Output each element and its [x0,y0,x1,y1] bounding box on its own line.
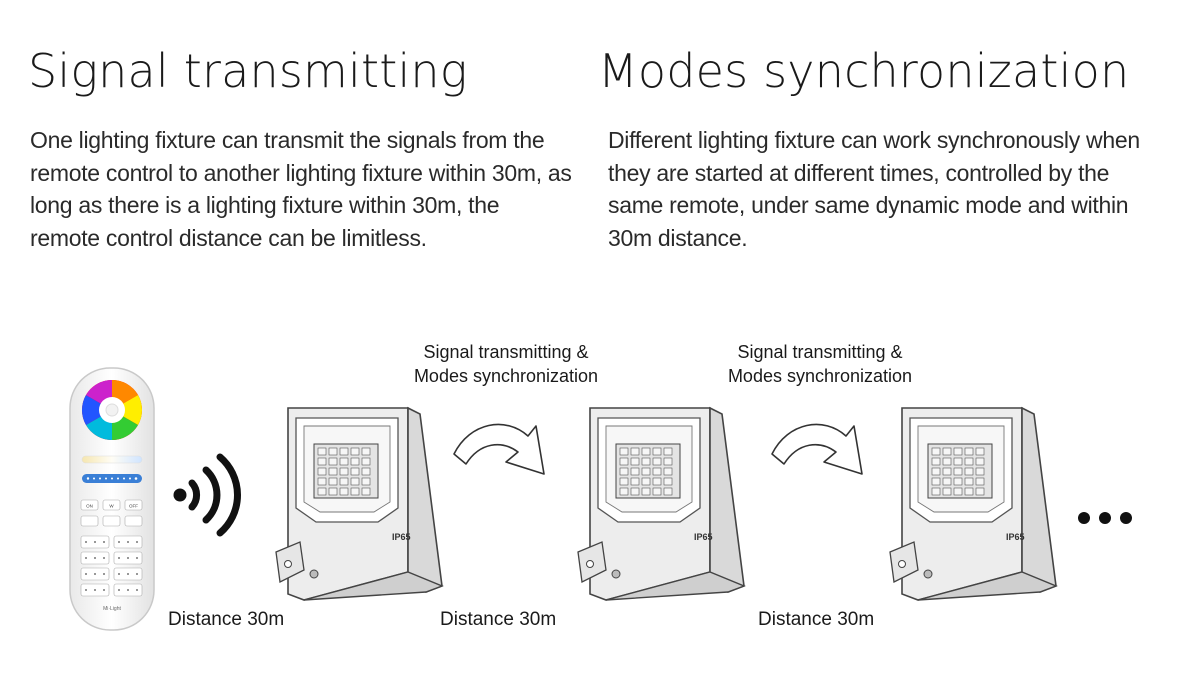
remote-control-icon: ON W OFF Mi·Light [69,367,155,631]
floodlight-icon: IP65 [889,406,1058,601]
distance-label-2: Distance 30m [440,609,557,630]
arrow-caption-2: Signal transmitting & Modes synchronizat… [710,340,930,388]
ellipsis-icon [1078,512,1132,524]
arrow-caption-1-line1: Signal transmitting & [423,342,589,362]
signal-transmitting-heading: Signal transmitting [28,44,468,98]
modes-synchronization-heading: Modes synchronization [598,44,1130,98]
curved-arrow-icon [453,423,545,475]
modes-synchronization-description: Different lighting fixture can work sync… [608,127,1140,251]
remote-w-label: W [109,504,114,509]
arrow-caption-2-line1: Signal transmitting & [737,342,903,362]
remote-brand-logo: Mi·Light [103,606,121,612]
fixture-1-ip-badge: IP65 [392,532,411,542]
remote-on-label: ON [86,504,93,509]
curved-arrow-icon [771,423,863,475]
arrow-caption-1-line2: Modes synchronization [413,366,599,386]
signal-transmitting-description: One lighting fixture can transmit the si… [30,127,572,251]
distance-label-3: Distance 30m [758,609,875,630]
arrow-caption-1: Signal transmitting & Modes synchronizat… [396,340,616,388]
floodlight-icon: IP65 [577,406,746,601]
remote-off-label: OFF [129,504,138,509]
wireless-signal-icon [173,453,241,537]
fixture-2-ip-badge: IP65 [694,532,713,542]
arrow-caption-2-line2: Modes synchronization [727,366,913,386]
floodlight-icon: IP65 [275,406,444,601]
fixture-3-ip-badge: IP65 [1006,532,1025,542]
distance-label-1: Distance 30m [168,609,285,630]
